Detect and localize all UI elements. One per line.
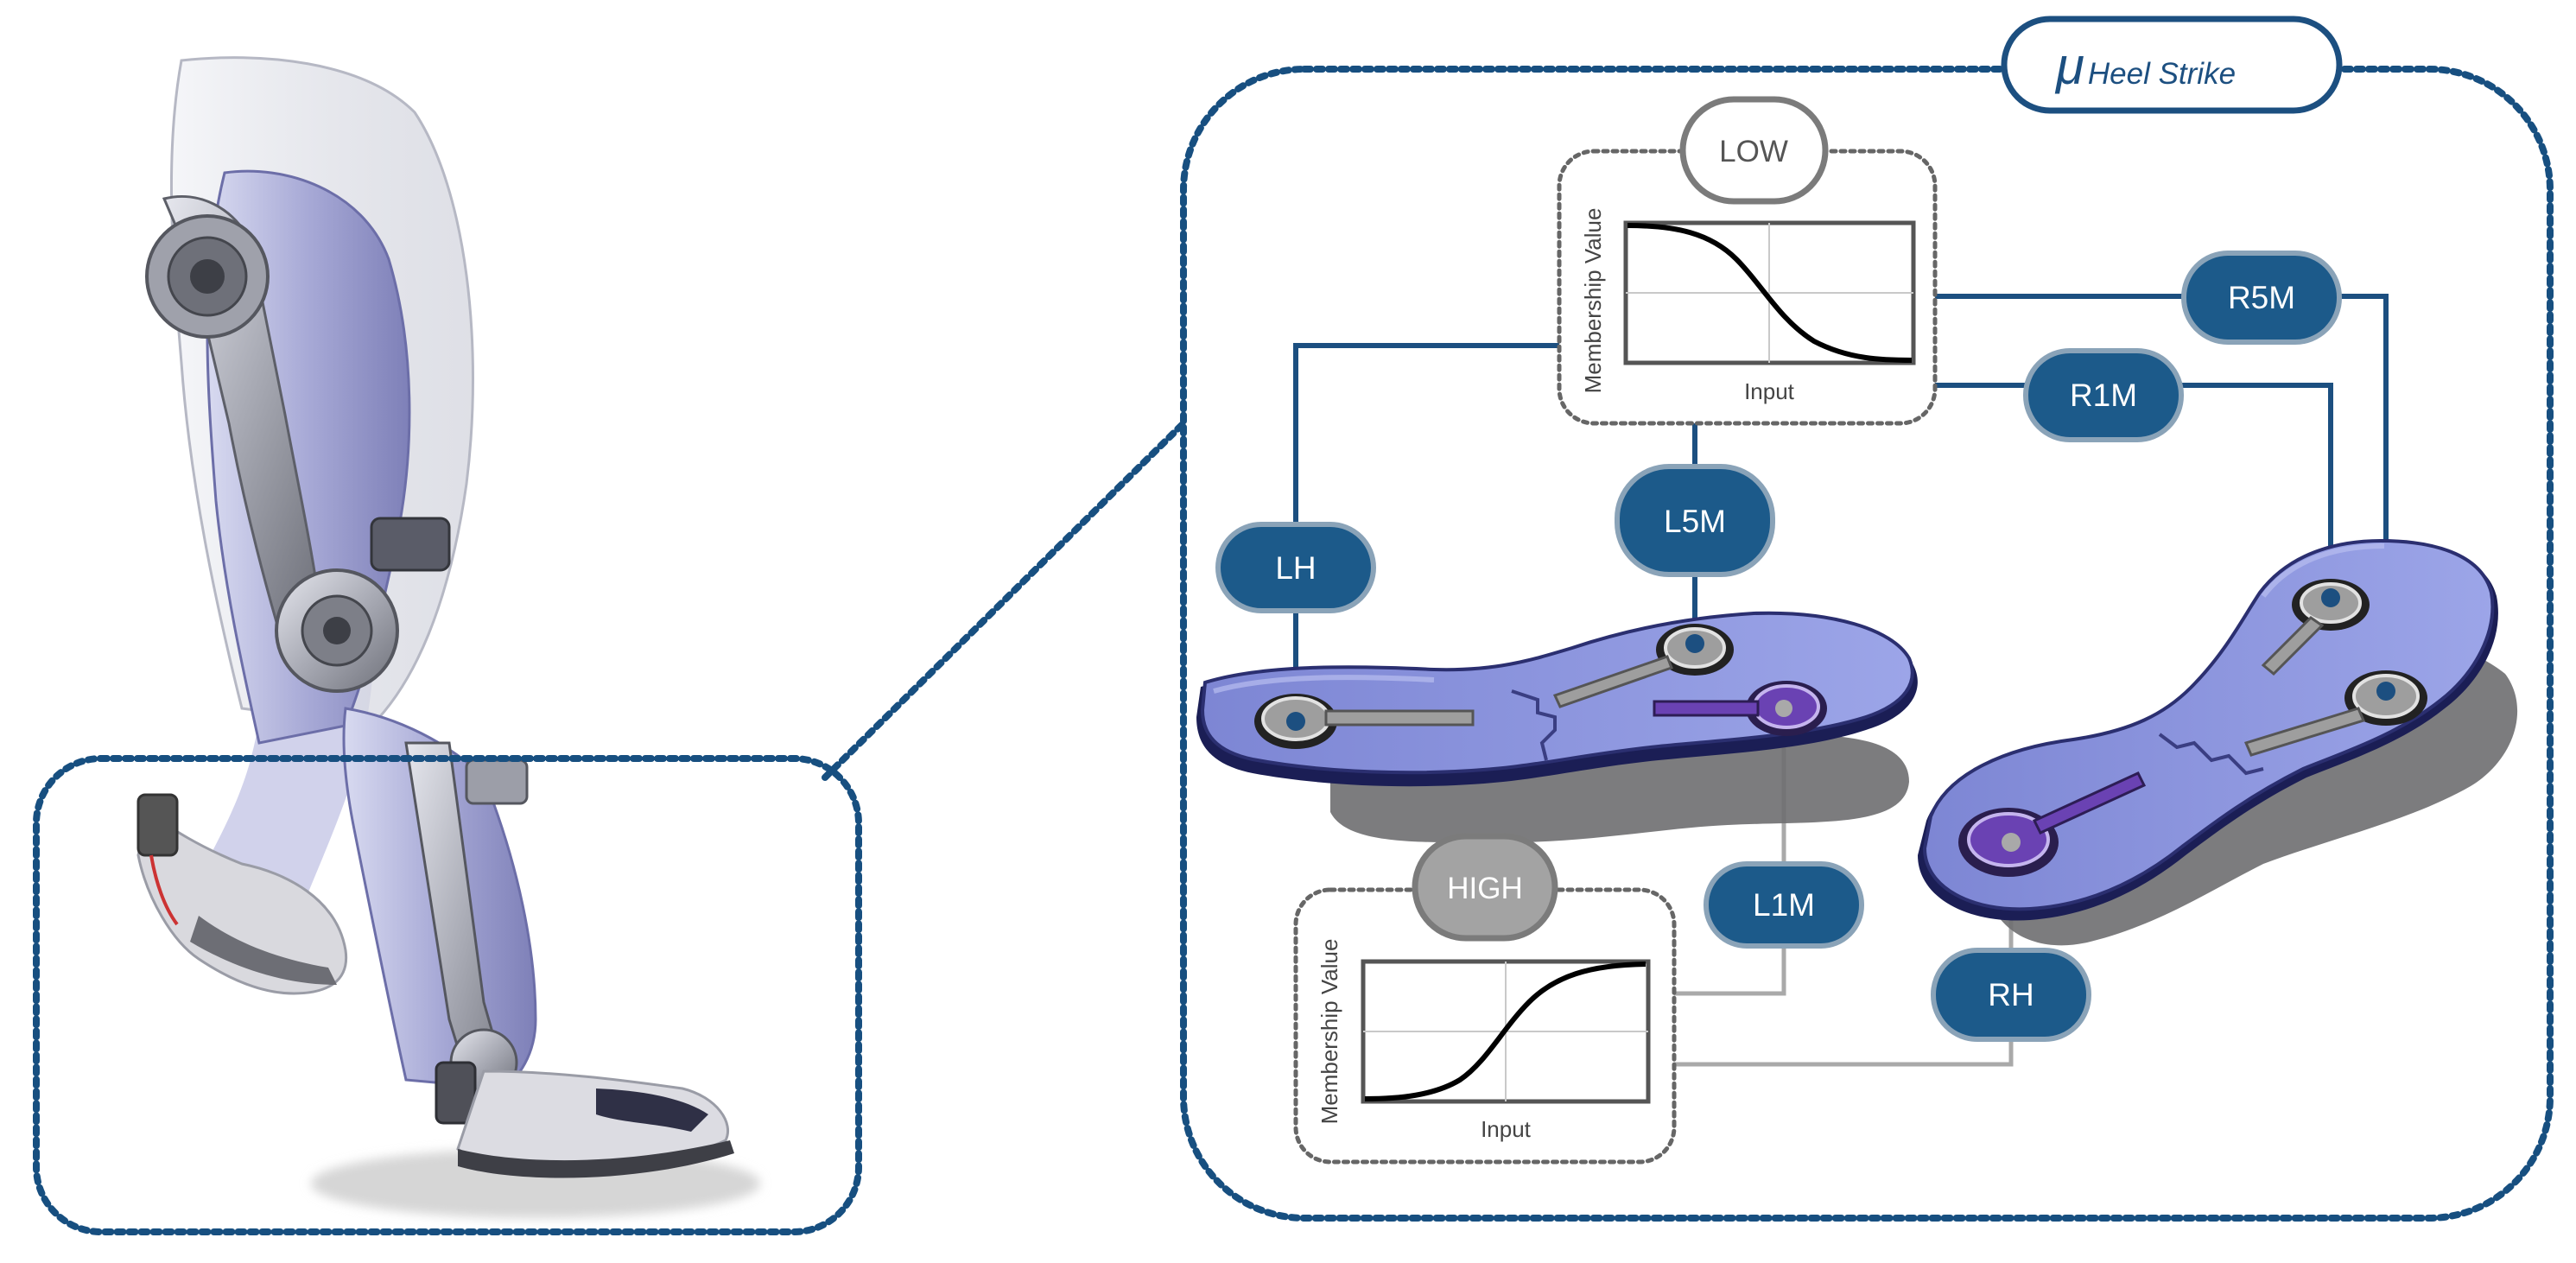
low-label: LOW <box>1719 135 1788 168</box>
low-xlabel: Input <box>1744 378 1795 404</box>
r5m-sensor-pad <box>2243 670 2427 757</box>
sensor-l5m-label: L5M <box>1664 504 1726 539</box>
heel-strike-callout-box <box>1180 66 2554 1222</box>
high-ylabel: Membership Value <box>1317 939 1342 1125</box>
title-subscript: Heel Strike <box>2088 57 2236 91</box>
sensor-r1m-label: R1M <box>2070 378 2137 413</box>
sensor-r5m-badge: R5M <box>2181 251 2342 345</box>
rh-sensor-pad <box>1958 771 2147 877</box>
low-membership-panel: Membership Value Input LOW <box>1557 96 1938 426</box>
sensor-lh-badge: LH <box>1215 522 1376 613</box>
exoskeleton-leg-illustration <box>136 56 760 1218</box>
r1m-sensor-pad <box>2261 579 2370 676</box>
low-ylabel: Membership Value <box>1580 208 1606 394</box>
sensor-r5m-label: R5M <box>2228 280 2295 315</box>
sensor-lh-label: LH <box>1275 550 1316 586</box>
title-symbol: μ <box>2054 37 2084 95</box>
foot-callout-box <box>33 755 862 1235</box>
right-insole-illustration <box>1918 538 2518 946</box>
l5m-sensor-pad <box>1552 624 1734 708</box>
sensor-r1m-badge: R1M <box>2023 348 2184 442</box>
high-membership-panel: Membership Value Input HIGH <box>1293 833 1677 1165</box>
left-insole-illustration <box>1196 611 1918 843</box>
sensor-l1m-label: L1M <box>1753 887 1815 923</box>
l1m-sensor-pad <box>1653 681 1827 736</box>
sensor-l1m-badge: L1M <box>1704 861 1864 949</box>
sensor-l5m-badge: L5M <box>1615 464 1775 577</box>
high-xlabel: Input <box>1481 1116 1532 1142</box>
high-membership-curve <box>1364 962 1646 1101</box>
lh-sensor-pad <box>1254 694 1475 749</box>
sensor-rh-badge: RH <box>1931 948 2091 1042</box>
low-membership-curve <box>1627 223 1913 363</box>
high-label: HIGH <box>1447 872 1523 905</box>
callout-connector <box>822 420 1187 781</box>
sensor-rh-label: RH <box>1988 977 2034 1012</box>
